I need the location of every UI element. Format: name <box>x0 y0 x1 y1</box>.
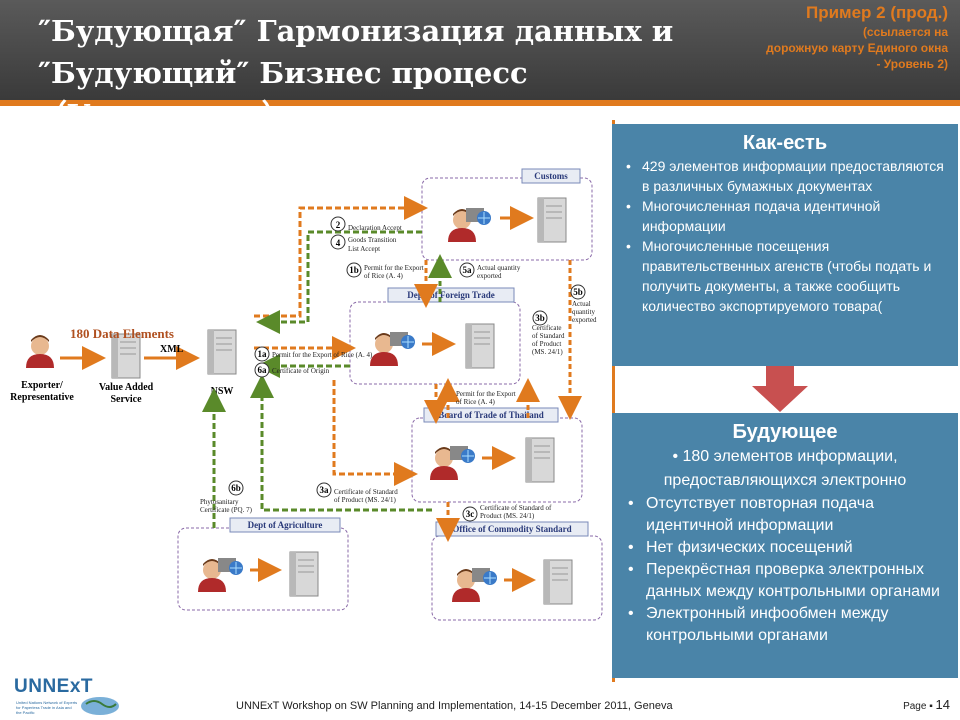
future-item: Отсутствует повторная подача идентичной … <box>622 493 948 537</box>
ocs-workstation-icon <box>471 567 498 586</box>
step-6b: 6b <box>231 483 241 493</box>
footer-text: UNNExT Workshop on SW Planning and Imple… <box>236 700 673 712</box>
flow-nsw-bot <box>332 380 418 486</box>
flow-customs-nsw <box>256 230 422 334</box>
vas-label-2: Service <box>110 394 142 405</box>
exporter-icon <box>26 335 54 368</box>
label-permit-bot-2: of Rice (A. 4) <box>456 398 496 406</box>
header-accent-line <box>0 100 960 106</box>
nsw-label: NSW <box>211 386 234 397</box>
customs-box <box>421 177 593 261</box>
label-actual-a-2: exported <box>477 272 502 280</box>
label-cert-3a-1: Certificate of Standard <box>334 488 398 496</box>
step-1a: 1a <box>258 349 268 359</box>
down-arrow-icon <box>752 366 808 412</box>
as-is-item: 429 элементов информации предоставляются… <box>622 156 948 196</box>
as-is-list: 429 элементов информации предоставляются… <box>622 156 948 316</box>
label-decl: Declaration Accept <box>348 224 402 232</box>
step-5a: 5a <box>463 265 473 275</box>
logo-text: UNNExT <box>14 676 94 697</box>
as-is-title: Как-есть <box>742 132 828 154</box>
bot-label: Board of Trade of Thailand <box>438 410 544 420</box>
future-item: Электронный инфообмен между контрольными… <box>622 603 948 647</box>
title-line-2: ″Будующий″ Бизнес процесс（Улучшение） <box>38 56 528 132</box>
doa-server-icon <box>289 551 319 597</box>
label-cert-std-3: of Product <box>532 340 561 348</box>
logo-subtitle: United Nations Network of Experts for Pa… <box>16 700 78 715</box>
label-actual-b-1: Actual <box>572 300 591 308</box>
bot-server-icon <box>525 437 555 483</box>
label-cert-std-4: (MS. 24/1) <box>532 348 563 356</box>
diagram-svg: Customs Dept. of Foreign Trade Board of … <box>10 168 603 621</box>
page-title: ″Будующая″ Гармонизация данных и ″Будующ… <box>38 10 738 136</box>
nsw-server-icon <box>207 329 237 375</box>
label-actual-a-1: Actual quantity <box>477 264 521 272</box>
label-permit-a-1: Permit for the Export <box>364 264 424 272</box>
future-lead: • 180 элементов информации, предоставляю… <box>663 448 907 489</box>
example-main: Пример 2 (прод.) <box>805 3 948 22</box>
example-sub-1: (ссылается на <box>862 25 948 39</box>
dft-server-icon <box>465 323 495 369</box>
ocs-server-icon <box>543 559 573 605</box>
label-cert-std-2: of Standard <box>532 332 565 340</box>
step-5b: 5b <box>573 287 583 297</box>
representative-label: Representative <box>10 392 74 403</box>
label-phyto-1: Phytosanitary <box>200 498 239 506</box>
as-is-item: Многочисленные посещения правительственн… <box>622 236 948 316</box>
label-permit-main: Permit for the Export of Rice (A. 4) <box>272 351 373 359</box>
flow-ocs-nsw <box>250 374 432 512</box>
step-2: 2 <box>336 220 341 230</box>
example-note: Пример 2 (прод.) (ссылается на дорожную … <box>708 2 948 72</box>
dft-label: Dept. of Foreign Trade <box>407 290 495 300</box>
data-elements-label: 180 Data Elements <box>70 326 174 341</box>
doa-workstation-icon <box>217 557 244 576</box>
xml-label: XML <box>160 344 184 355</box>
label-phyto-2: Certificate (PQ. 7) <box>200 506 253 514</box>
as-is-box: Как-есть 429 элементов информации предос… <box>612 124 958 366</box>
label-cert-origin: Certificate of Origin <box>272 367 330 375</box>
step-3c: 3c <box>466 509 475 519</box>
page-number: Page ▪ 14 <box>903 697 950 712</box>
customs-label: Customs <box>534 171 568 181</box>
page-separator: ▪ <box>929 701 933 712</box>
future-item: Перекрёстная проверка электронных данных… <box>622 559 948 603</box>
customs-server-icon <box>537 197 567 243</box>
process-diagram: Customs Dept. of Foreign Trade Board of … <box>0 120 615 682</box>
label-goods-2: List Accept <box>348 245 380 253</box>
label-cert-3c-2: Product (MS. 24/1) <box>480 512 535 520</box>
future-box: Будующее • 180 элементов информации, пре… <box>612 413 958 678</box>
label-cert-3c-1: Certificate of Standard of <box>480 504 552 512</box>
globe-icon <box>81 697 119 715</box>
vas-label-1: Value Added <box>99 382 154 393</box>
as-is-item: Многочисленная подача идентичной информа… <box>622 196 948 236</box>
step-3a: 3a <box>320 485 330 495</box>
step-3b: 3b <box>535 313 545 323</box>
ocs-label: Office of Commodity Standard <box>452 524 571 534</box>
future-title: Будующее <box>732 421 838 443</box>
title-line-1: ″Будующая″ Гармонизация данных и <box>38 14 674 48</box>
step-6a: 6a <box>258 365 268 375</box>
label-actual-b-2: quantity <box>572 308 595 316</box>
future-list: Отсутствует повторная подача идентичной … <box>622 493 948 647</box>
bot-workstation-icon <box>449 445 476 464</box>
example-sub-3: - Уровень 2) <box>876 57 948 71</box>
label-actual-b-3: exported <box>572 316 597 324</box>
label-permit-bot-1: Permit for the Export <box>456 390 516 398</box>
example-sub-2: дорожную карту Единого окна <box>766 41 948 55</box>
future-item: Нет физических посещений <box>622 537 948 559</box>
step-4: 4 <box>336 238 341 248</box>
dft-workstation-icon <box>389 331 416 350</box>
header-bar <box>0 0 960 100</box>
label-cert-std-1: Certificate <box>532 324 562 332</box>
exporter-label: Exporter/ <box>21 380 63 391</box>
doa-label: Dept of Agriculture <box>248 520 323 530</box>
page-value: 14 <box>935 697 950 712</box>
label-permit-a-2: of Rice (A. 4) <box>364 272 404 280</box>
label-goods-1: Goods Transition <box>348 236 397 244</box>
unnext-logo: UNNExT United Nations Network of Experts… <box>14 676 124 716</box>
step-1b: 1b <box>349 265 359 275</box>
label-cert-3a-2: of Product (MS. 24/1) <box>334 496 397 504</box>
page-label: Page <box>903 701 927 712</box>
